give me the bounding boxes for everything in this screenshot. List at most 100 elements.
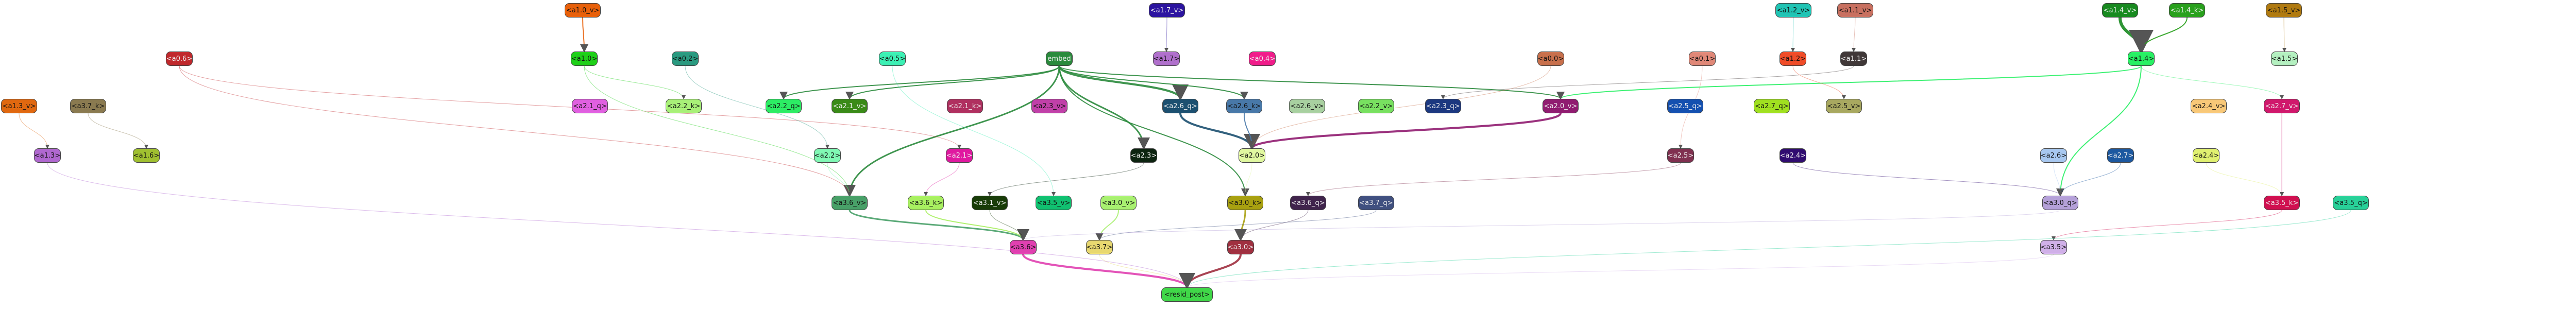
node-a2_4[interactable]: <a2.4> [1780,148,1806,163]
node-a2_5[interactable]: <a2.5> [1667,148,1694,163]
node-a2_5_q[interactable]: <a2.5_q> [1667,99,1703,113]
node-a2_4b[interactable]: <a2.4> [2193,148,2219,163]
node-a3_1_v[interactable]: <a3.1_v> [972,196,1008,210]
node-a2_7_v[interactable]: <a2.7_v> [2264,99,2300,113]
edge-a2_0_v-a2_0 [1244,112,1562,150]
node-a0_1[interactable]: <a0.1> [1689,51,1716,66]
edge-embed-a2_1_v [845,65,1060,100]
edge-a1_0_v-a1_0 [580,17,588,53]
node-a3_0_v[interactable]: <a3.0_v> [1100,196,1137,210]
node-a2_6_v[interactable]: <a2.6_v> [1289,99,1325,113]
node-a3_6_v[interactable]: <a3.6_v> [832,196,868,210]
edge-a2_4-a3_0_q [1792,162,2062,196]
node-a3_6_k[interactable]: <a3.6_k> [908,196,944,210]
node-a2_1[interactable]: <a2.1> [946,148,973,163]
node-a3_5[interactable]: <a3.5> [2040,240,2067,254]
edge-a2_0-a3_0_k [1243,162,1252,196]
node-a1_6[interactable]: <a1.6> [133,148,160,163]
node-a3_0[interactable]: <a3.0> [1227,240,1254,254]
edge-a2_6_k-a2_0 [1244,113,1256,149]
node-a2_0[interactable]: <a2.0> [1239,148,1265,163]
edge-a1_2-a2_5_v [1792,65,1846,99]
edge-a3_6_v-a3_6 [849,210,1029,242]
node-a1_0[interactable]: <a1.0> [571,51,598,66]
edge-a1_3-resid_post [47,162,1189,288]
node-resid_post[interactable]: <resid_post> [1161,287,1213,302]
edge-a0_6-a3_6_v [179,65,852,196]
node-a1_3[interactable]: <a1.3> [34,148,61,163]
edge-a3_5-resid_post [1185,254,2054,288]
edge-a1_1-a2_3_q [1441,65,1854,99]
node-a2_3_v[interactable]: <a2.3_v> [1031,99,1067,113]
node-a2_1_q[interactable]: <a2.1_q> [572,99,608,113]
node-a1_7[interactable]: <a1.7> [1153,51,1180,66]
node-a3_5_k[interactable]: <a3.5_k> [2264,196,2300,210]
edge-a3_7_k-a1_6 [88,113,148,149]
edge-a3_0_v-a3_7 [1095,210,1119,241]
edge-a0_6-a2_1 [179,65,961,149]
node-a1_4[interactable]: <a1.4> [2128,51,2155,66]
edge-a0_5-a3_5_v [892,65,1056,196]
node-embed[interactable]: embed [1046,51,1073,66]
node-a2_7[interactable]: <a2.7> [2107,148,2134,163]
node-a1_7_v[interactable]: <a1.7_v> [1149,3,1185,18]
node-a1_2[interactable]: <a1.2> [1780,51,1806,66]
node-a3_6_q[interactable]: <a3.6_q> [1290,196,1326,210]
edge-embed-a2_0_v [1059,65,1565,100]
node-a3_5_v[interactable]: <a3.5_v> [1036,196,1072,210]
node-a2_2_k[interactable]: <a2.2_k> [666,99,702,113]
node-a2_2[interactable]: <a2.2> [814,148,841,163]
edge-a1_4-a3_0_q [2056,65,2142,197]
node-a2_6_k[interactable]: <a2.6_k> [1226,99,1262,113]
node-a2_0_v[interactable]: <a2.0_v> [1543,99,1579,113]
node-a2_3[interactable]: <a2.3> [1130,148,1157,163]
node-a2_1_k[interactable]: <a2.1_k> [947,99,983,113]
node-a1_4_k[interactable]: <a1.4_k> [2169,3,2205,18]
node-a1_5_v[interactable]: <a1.5_v> [2266,3,2302,18]
node-a2_2_v[interactable]: <a2.2_v> [1358,99,1394,113]
node-a1_0_v[interactable]: <a1.0_v> [565,3,601,18]
node-a0_0[interactable]: <a0.0> [1537,51,1564,66]
node-a2_1_v[interactable]: <a2.1_v> [832,99,868,113]
edge-a3_6_k-a3_6 [925,210,1027,241]
node-a0_2[interactable]: <a0.2> [672,51,699,66]
node-a2_5_v[interactable]: <a2.5_v> [1826,99,1862,113]
node-a1_1_v[interactable]: <a1.1_v> [1837,3,1873,18]
edge-a3_5_k-a3_5 [2052,210,2282,240]
node-a3_5_q[interactable]: <a3.5_q> [2333,196,2369,210]
node-a1_3_v[interactable]: <a1.3_v> [1,99,37,113]
edge-a2_6_q-a2_0 [1179,113,1260,150]
edge-a1_3_v-a1_3 [19,113,49,149]
edge-a1_4_k-a1_4 [2137,17,2188,53]
edge-a3_0_k-a3_0 [1234,210,1247,242]
node-a3_6[interactable]: <a3.6> [1010,240,1037,254]
edge-a1_4-a2_0_v [1556,65,2142,100]
node-a2_3_q[interactable]: <a2.3_q> [1425,99,1461,113]
node-a3_7_k[interactable]: <a3.7_k> [70,99,106,113]
node-a2_6_q[interactable]: <a2.6_q> [1162,99,1198,113]
edge-a2_5-a3_6_q [1306,162,1681,196]
edge-embed-a3_0_k [1059,65,1249,197]
node-a3_0_q[interactable]: <a3.0_q> [2042,196,2078,210]
node-a1_2_v[interactable]: <a1.2_v> [1775,3,1811,18]
node-a3_0_k[interactable]: <a3.0_k> [1227,196,1263,210]
edge-a1_7_v-a1_7 [1164,17,1169,52]
node-a0_6[interactable]: <a0.6> [166,51,193,66]
edge-embed-a2_3 [1058,65,1150,150]
node-a2_7_q[interactable]: <a2.7_q> [1754,99,1790,113]
edge-a2_1-a3_6_k [924,162,960,196]
node-a2_2_q[interactable]: <a2.2_q> [766,99,802,113]
edge-a1_4-a2_7_v [2141,65,2284,99]
edge-a1_1_v-a1_1 [1852,17,1856,52]
node-a3_7[interactable]: <a3.7> [1086,240,1113,254]
node-a2_4_v[interactable]: <a2.4_v> [2191,99,2227,113]
edge-a2_6-a3_0_q [2053,162,2062,196]
node-a0_4[interactable]: <a0.4> [1249,51,1276,66]
node-a2_6[interactable]: <a2.6> [2040,148,2067,163]
node-a0_5[interactable]: <a0.5> [879,51,906,66]
node-a1_1[interactable]: <a1.1> [1840,51,1867,66]
edge-a2_7-a3_0_q [2058,162,2121,196]
node-a1_4_v[interactable]: <a1.4_v> [2102,3,2138,18]
node-a3_7_q[interactable]: <a3.7_q> [1358,196,1394,210]
node-a1_5[interactable]: <a1.5> [2271,51,2298,66]
